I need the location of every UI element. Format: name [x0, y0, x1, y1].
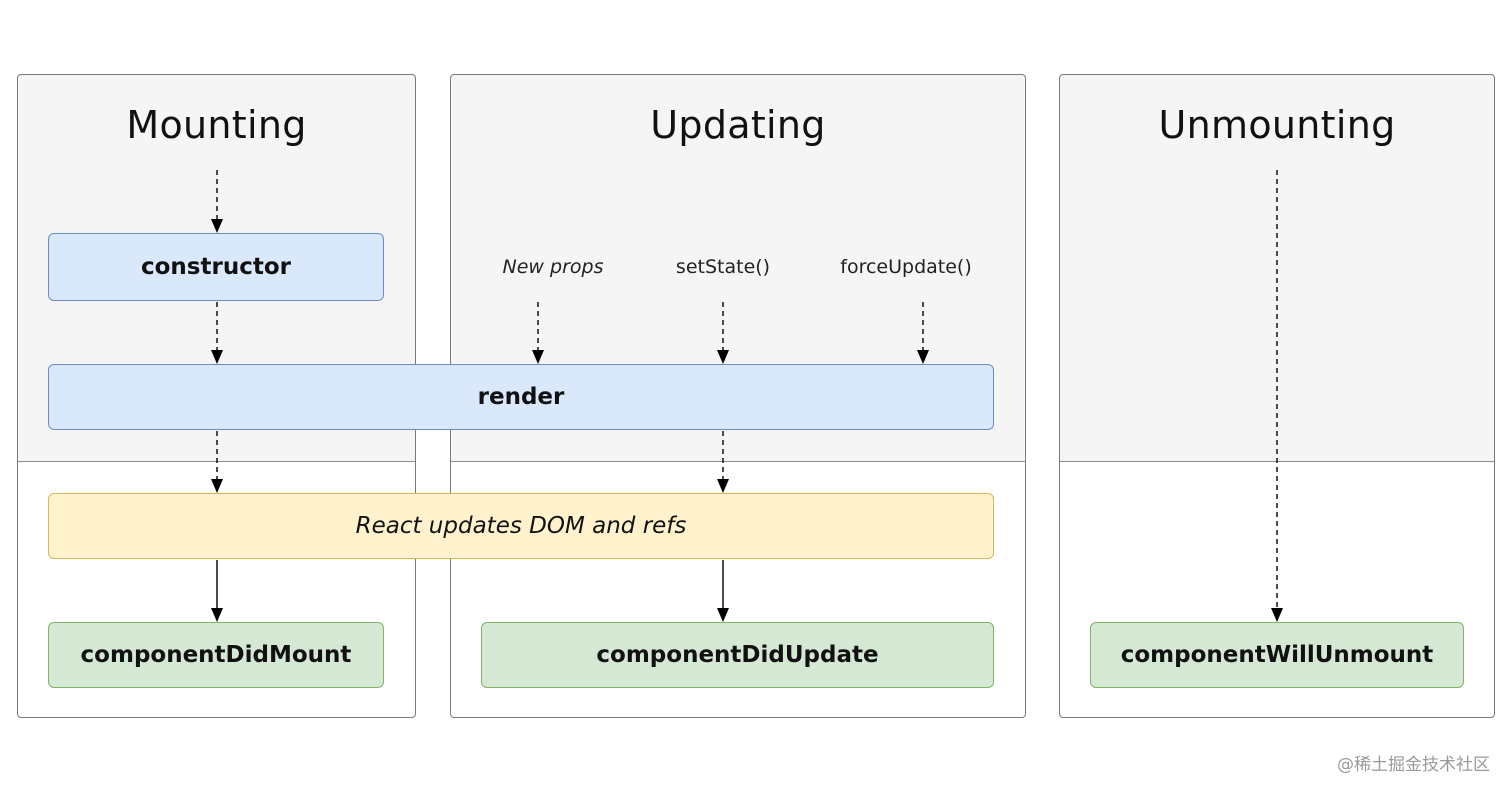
arrowhead: [211, 219, 223, 233]
trigger-set-state: setState(): [675, 256, 771, 278]
component-did-mount-box: componentDidMount: [48, 622, 384, 688]
arrowhead: [211, 479, 223, 493]
trigger-force-update: forceUpdate(): [840, 256, 972, 278]
arrowhead: [917, 350, 929, 364]
trigger-new-props: New props: [502, 256, 604, 278]
react-updates-dom-box: React updates DOM and refs: [48, 493, 994, 559]
component-will-unmount-box: componentWillUnmount: [1090, 622, 1464, 688]
render-box: render: [48, 364, 994, 430]
watermark: @稀土掘金技术社区: [1337, 755, 1490, 775]
mounting-phase-title: Mounting: [126, 103, 307, 147]
arrowhead: [717, 608, 729, 622]
arrowhead: [211, 350, 223, 364]
phase-divider: [451, 461, 1025, 462]
arrowhead: [211, 608, 223, 622]
arrowhead: [1271, 608, 1283, 622]
arrowhead: [532, 350, 544, 364]
component-did-update-box: componentDidUpdate: [481, 622, 994, 688]
updating-phase-title: Updating: [650, 103, 826, 147]
arrowhead: [717, 350, 729, 364]
unmounting-phase-title: Unmounting: [1158, 103, 1396, 147]
constructor-box: constructor: [48, 233, 384, 301]
arrowhead: [717, 479, 729, 493]
